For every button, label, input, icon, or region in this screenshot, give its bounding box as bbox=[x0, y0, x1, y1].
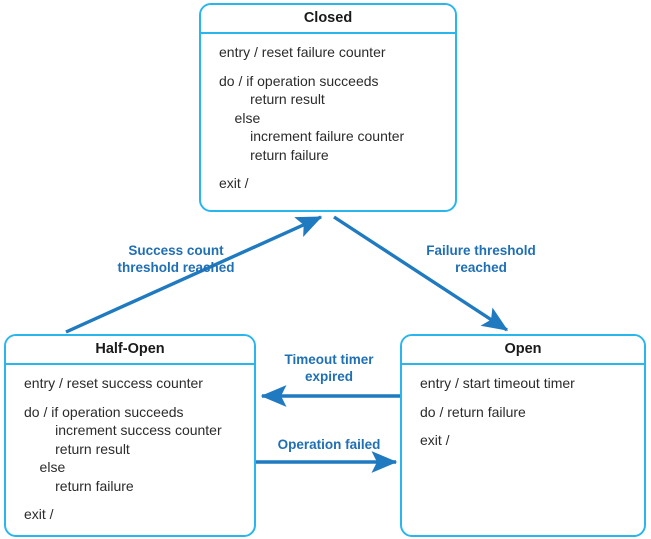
state-closed-title: Closed bbox=[201, 5, 455, 34]
state-open-line-0: entry / start timeout timer bbox=[420, 375, 575, 391]
state-open-line-3 bbox=[402, 421, 644, 431]
state-half-open-line-6: return failure bbox=[24, 477, 134, 494]
transition-label-closed-to-open: Failure threshold reached bbox=[426, 243, 536, 275]
state-closed-line-2: do / if operation succeeds bbox=[219, 72, 379, 89]
state-closed-line-6: return failure bbox=[219, 146, 329, 163]
state-half-open-line-7 bbox=[6, 495, 254, 505]
state-half-open-line-3: increment success counter bbox=[24, 422, 222, 438]
state-half-open-line-2: do / if operation succeeds bbox=[24, 403, 184, 420]
state-closed-line-4: else bbox=[219, 109, 261, 126]
state-half-open-line-8: exit / bbox=[24, 506, 54, 522]
state-open-line-4: exit / bbox=[420, 432, 450, 448]
state-half-open-line-4: return result bbox=[24, 440, 130, 457]
state-open-title: Open bbox=[402, 336, 644, 365]
state-closed-line-0: entry / reset failure counter bbox=[219, 44, 386, 60]
state-closed-line-7 bbox=[201, 164, 455, 174]
state-half-open-line-0: entry / reset success counter bbox=[24, 375, 203, 391]
state-open[interactable]: Open entry / start timeout timer do / re… bbox=[400, 334, 646, 537]
state-closed-line-5: increment failure counter bbox=[219, 128, 405, 144]
state-half-open-line-1 bbox=[6, 393, 254, 403]
transition-label-half-open-to-open: Operation failed bbox=[277, 437, 381, 452]
state-closed[interactable]: Closed entry / reset failure counter do … bbox=[199, 3, 457, 212]
state-half-open-title: Half-Open bbox=[6, 336, 254, 365]
state-closed-body: entry / reset failure counter do / if op… bbox=[201, 34, 455, 193]
state-open-body: entry / start timeout timer do / return … bbox=[402, 365, 644, 450]
state-open-line-1 bbox=[402, 393, 644, 403]
state-half-open[interactable]: Half-Open entry / reset success counter … bbox=[4, 334, 256, 537]
state-closed-line-8: exit / bbox=[219, 175, 249, 191]
transition-label-half-open-to-closed: Success count threshold reached bbox=[117, 243, 235, 275]
state-open-line-2: do / return failure bbox=[420, 403, 526, 420]
state-half-open-body: entry / reset success counter do / if op… bbox=[6, 365, 254, 524]
state-half-open-line-5: else bbox=[24, 459, 66, 475]
state-closed-line-1 bbox=[201, 62, 455, 72]
transition-label-open-to-half-open: Timeout timer expired bbox=[284, 352, 374, 384]
state-closed-line-3: return result bbox=[219, 91, 325, 107]
